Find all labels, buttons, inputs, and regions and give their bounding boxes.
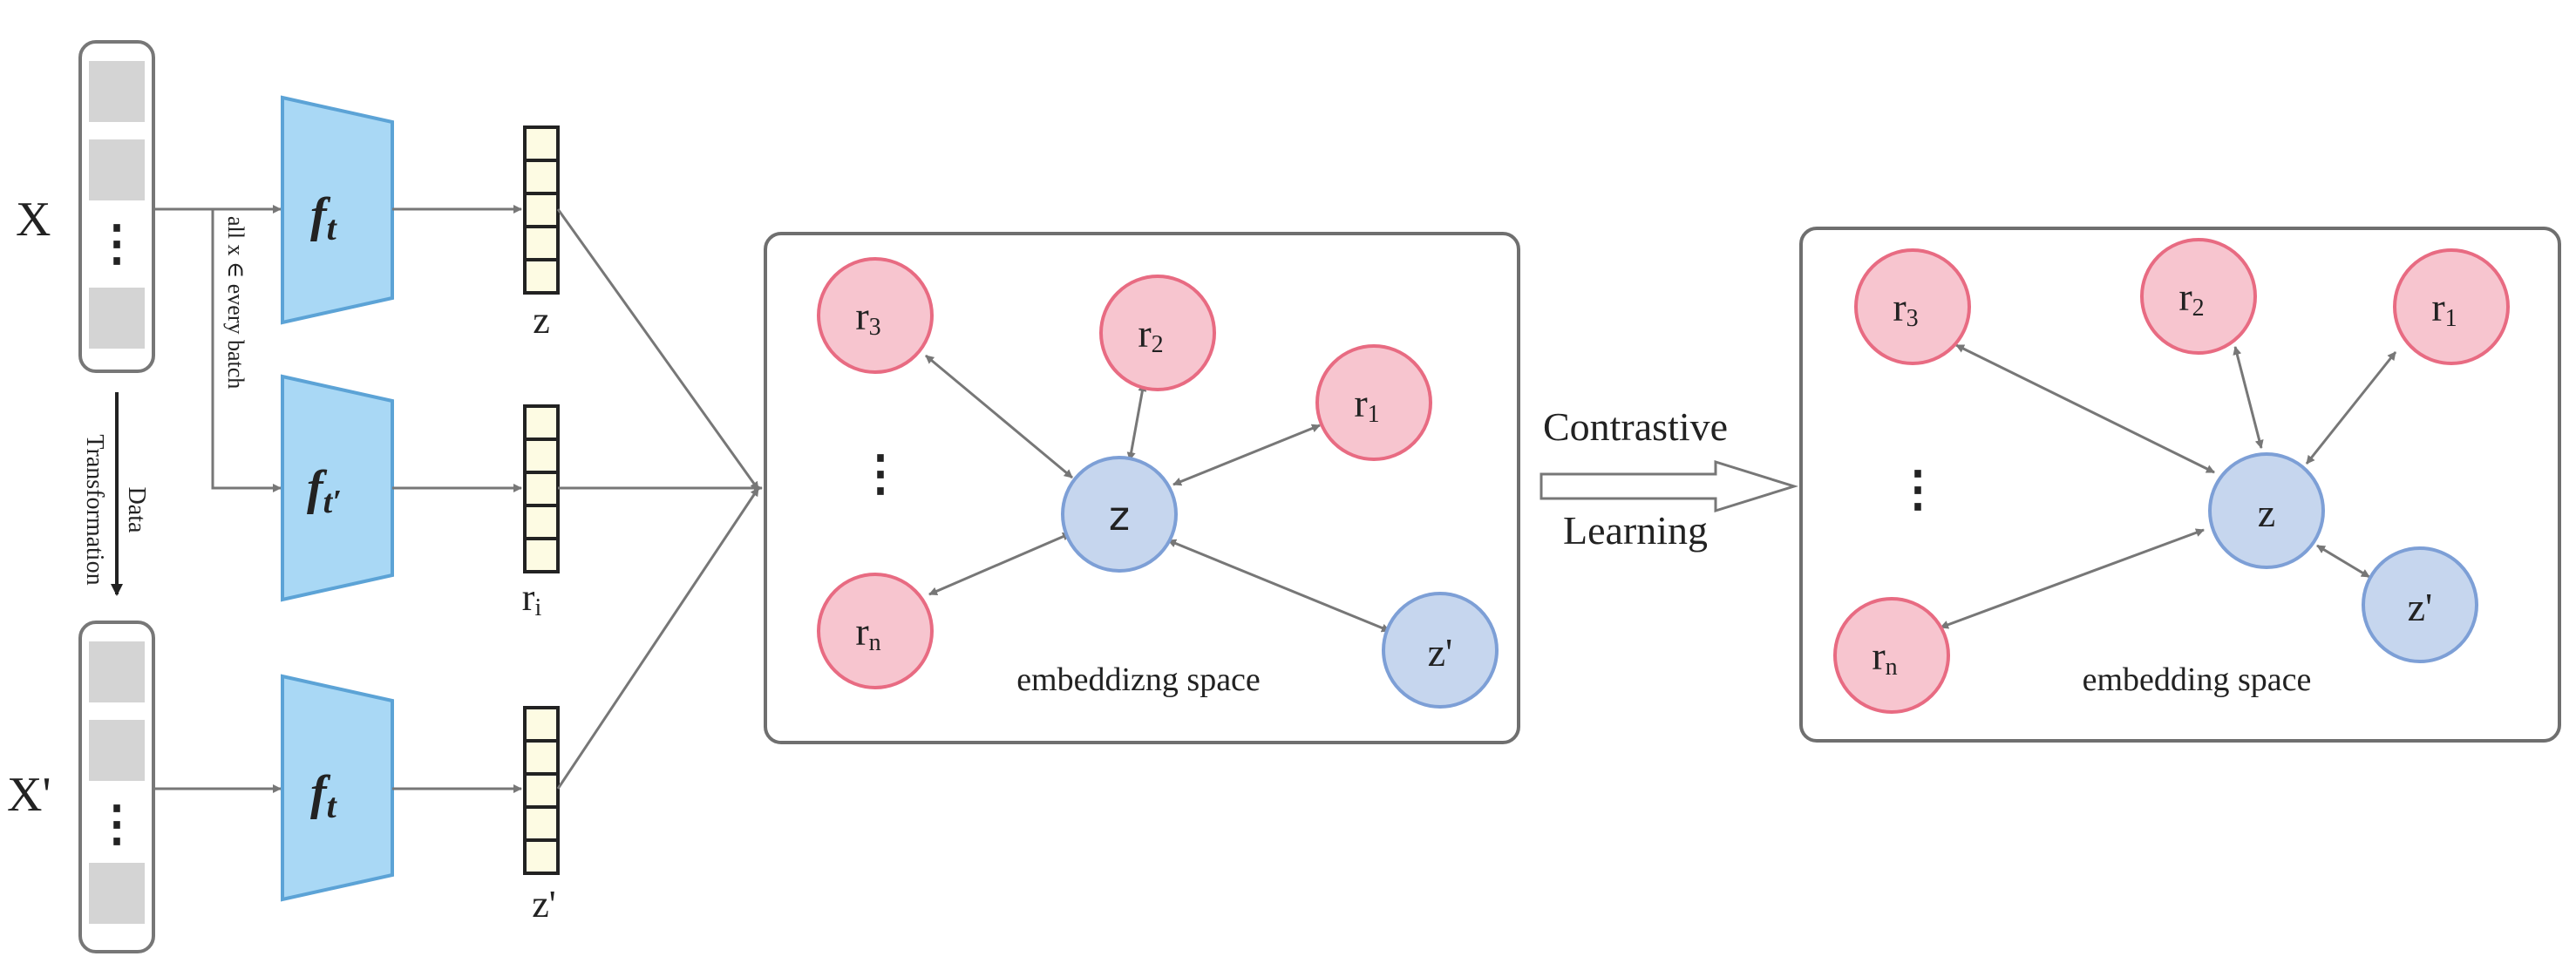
vector-ri-label: ri [522,576,542,621]
svg-text:r1: r1 [2431,285,2457,332]
svg-text:r2: r2 [2178,275,2204,322]
encoder-middle: ft′ [281,374,394,602]
vector-z [523,125,560,295]
input-prime-dots: ⋮ [92,797,141,851]
svg-text:rn: rn [1872,634,1897,681]
input-x-label: X [16,193,51,247]
transition-line1: Contrastive [1543,404,1728,449]
right-node-z-prime: z' [2362,546,2478,663]
svg-text:ft′: ft′ [307,461,342,520]
left-node-r3: r3 [817,257,934,374]
left-node-r2: r2 [1099,275,1216,391]
vector-z-prime-label: z' [532,883,555,926]
right-node-rn: rn [1833,597,1950,714]
left-space-caption: embeddizng space [1016,661,1261,698]
encoder-top: ft [281,95,394,325]
svg-text:rn: rn [855,609,880,656]
right-node-r1: r1 [2393,248,2510,365]
svg-text:z: z [2258,491,2275,535]
input-x-prime-label: X' [7,768,51,822]
left-node-z-prime: z' [1382,592,1499,709]
left-node-z: z [1061,456,1178,573]
svg-text:r2: r2 [1138,311,1163,358]
batch-annotation: all x ∈ every batch [223,216,248,389]
right-node-r2: r2 [2140,238,2257,355]
svg-text:z': z' [1428,630,1453,675]
vector-ri [523,404,560,573]
svg-text:Transformation: Transformation [81,434,108,585]
input-x-column: ⋮ [78,40,155,373]
right-node-r3: r3 [1854,248,1971,365]
transition-line2: Learning [1563,508,1708,553]
right-space-dots: ⋮ [1893,463,1942,517]
left-node-r1: r1 [1315,344,1432,461]
svg-text:r3: r3 [1893,285,1918,332]
right-node-z: z [2208,452,2325,569]
left-node-rn: rn [817,573,934,689]
svg-text:z': z' [2408,585,2433,629]
svg-text:z: z [1109,492,1130,539]
right-space-caption: embedding space [2083,661,2312,698]
transition-arrow [1539,459,1799,513]
input-dots: ⋮ [92,217,141,271]
svg-text:r3: r3 [855,294,880,341]
data-transformation-label: Data [123,487,150,533]
vector-z-label: z [533,299,550,342]
svg-text:Data: Data [123,487,150,533]
left-space-dots: ⋮ [856,447,905,501]
encoder-bottom: ft [281,674,394,902]
svg-text:all x ∈ every batch: all x ∈ every batch [223,216,248,389]
input-x-prime-column: ⋮ [78,621,155,953]
svg-text:r1: r1 [1354,381,1379,428]
vector-z-prime [523,706,560,875]
